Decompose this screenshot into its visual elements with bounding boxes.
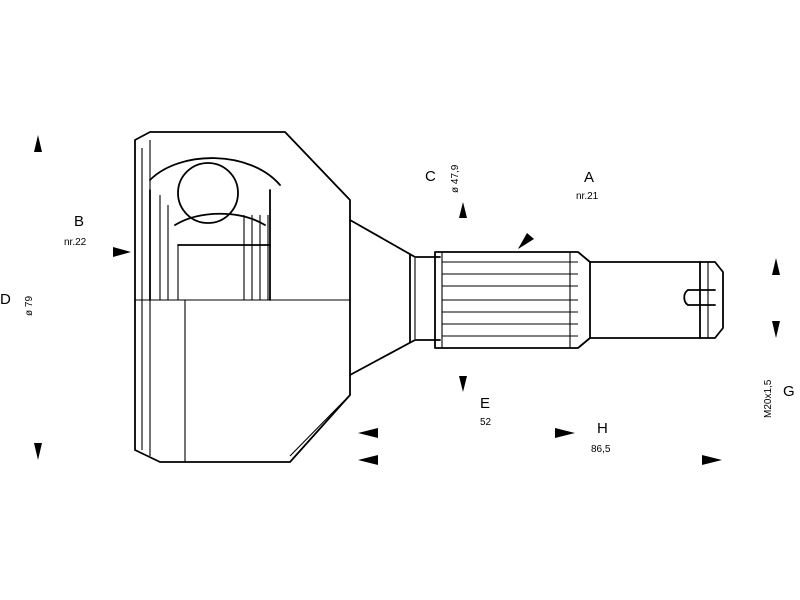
splined-shaft: [434, 251, 591, 349]
label-g-letter: G: [783, 383, 795, 400]
label-b-letter: B: [74, 213, 84, 230]
outer-housing: [134, 131, 351, 463]
label-d-letter: D: [0, 291, 11, 308]
label-d: D ø 79: [0, 291, 35, 316]
arrow-e-left: [358, 428, 378, 438]
ball-bearing: [177, 162, 239, 224]
housing-neck: [349, 219, 441, 376]
label-h-value: 86,5: [591, 444, 611, 455]
label-g: G M20x1,5: [763, 379, 795, 418]
arrow-c-bottom: [459, 376, 467, 392]
arrow-b: [113, 247, 131, 257]
label-e-value: 52: [480, 417, 492, 428]
label-g-value: M20x1,5: [763, 379, 774, 418]
label-c: C ø 47,9: [425, 164, 461, 193]
threaded-end: [589, 261, 724, 339]
arrow-g-bottom: [772, 321, 780, 338]
label-b: B nr.22: [64, 213, 87, 248]
arrow-h-left: [358, 455, 378, 465]
label-a: A nr.21: [576, 169, 599, 202]
arrow-c-top: [459, 202, 467, 218]
label-e: E 52: [480, 395, 492, 428]
label-c-letter: C: [425, 168, 436, 185]
label-b-value: nr.22: [64, 237, 87, 248]
label-h-letter: H: [597, 420, 608, 437]
label-h: H 86,5: [591, 420, 611, 455]
label-e-letter: E: [480, 395, 490, 412]
arrow-e-right: [555, 428, 575, 438]
arrow-a: [518, 233, 534, 249]
label-a-letter: A: [584, 169, 594, 186]
dimension-arrows: [34, 135, 780, 465]
arrow-d-bottom: [34, 443, 42, 460]
arrow-g-top: [772, 258, 780, 275]
arrow-h-right: [702, 455, 722, 465]
label-c-value: ø 47,9: [450, 164, 461, 193]
label-d-value: ø 79: [24, 296, 35, 316]
inner-cage: [149, 157, 281, 301]
arrow-d-top: [34, 135, 42, 152]
label-a-value: nr.21: [576, 191, 599, 202]
